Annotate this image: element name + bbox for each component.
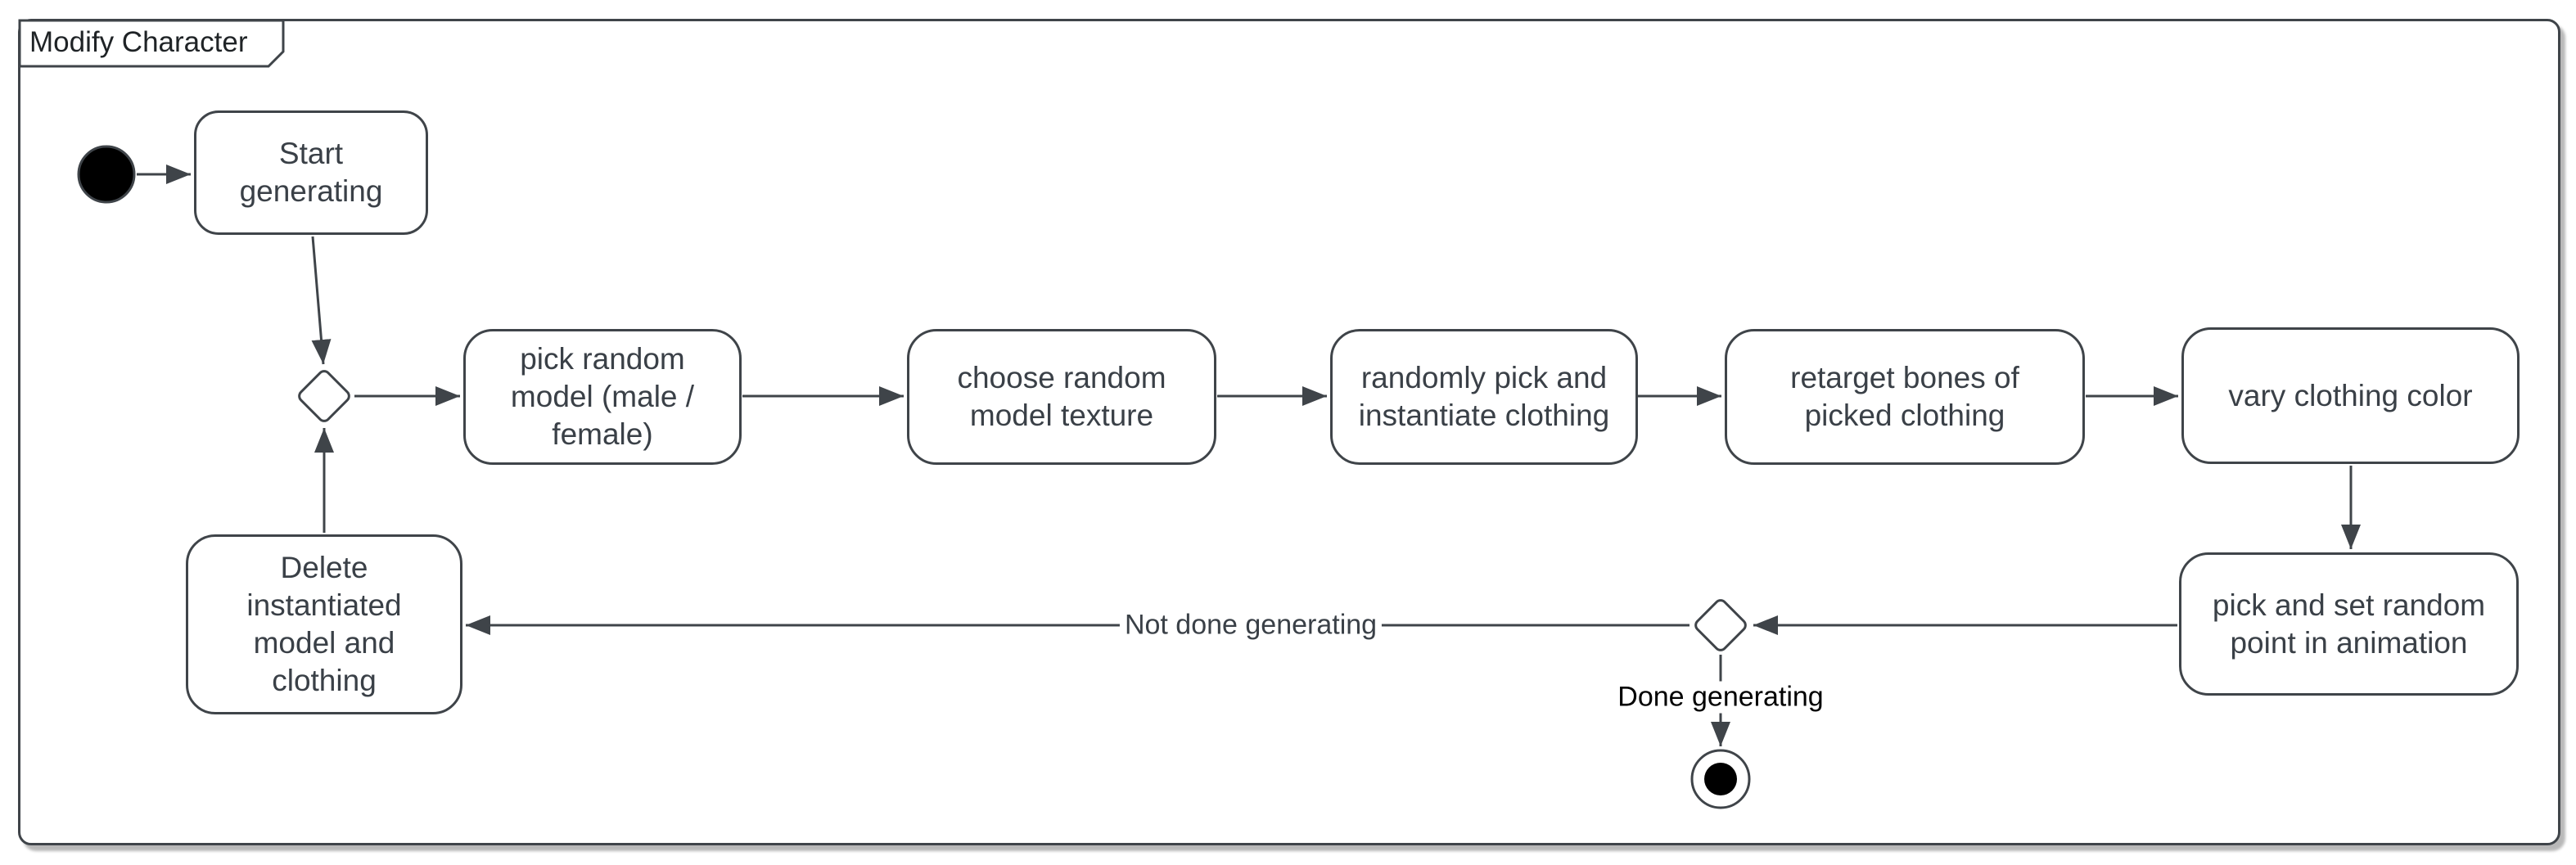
node-pick-random-model[interactable]: pick random model (male / female) [463,329,742,465]
edge-label-done-generating: Done generating [1613,681,1829,714]
start-node[interactable] [77,145,136,204]
node-retarget-bones[interactable]: retarget bones of picked clothing [1725,329,2085,465]
merge-diamond[interactable] [297,369,351,423]
frame-title: Modify Character [29,26,248,58]
node-delete-model[interactable]: Delete instantiated model and clothing [186,534,462,714]
frame-title-tab [18,19,285,68]
node-choose-random-texture[interactable]: choose random model texture [907,329,1216,465]
edge-label-not-done-generating: Not done generating [1119,609,1383,642]
node-start-generating[interactable]: Start generating [194,110,428,235]
node-vary-clothing-color[interactable]: vary clothing color [2181,327,2520,464]
node-randomly-pick-clothing[interactable]: randomly pick and instantiate clothing [1330,329,1638,465]
decision-diamond[interactable] [1694,598,1748,652]
edge-startgenerating-to-merge [311,236,332,365]
end-node-inner [1704,763,1737,795]
node-pick-set-random-point[interactable]: pick and set random point in animation [2179,552,2519,696]
